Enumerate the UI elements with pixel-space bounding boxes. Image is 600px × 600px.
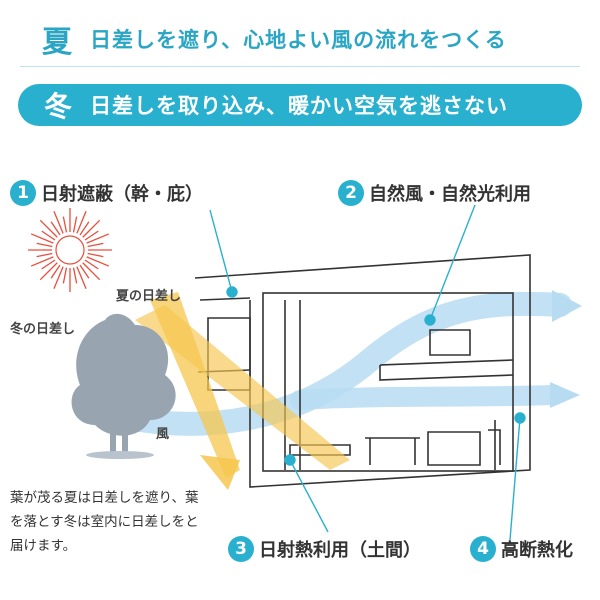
sun-ray	[87, 242, 104, 248]
sun-ray	[82, 219, 101, 238]
sun-ray	[53, 266, 64, 290]
point-1-label: 1 日射遮蔽（幹・庇）	[10, 180, 203, 206]
sun-ray	[84, 259, 99, 270]
point-4-label: 4 高断熱化	[470, 536, 573, 562]
wind-arrow-head-upper	[552, 290, 582, 322]
winter-sunlight-beam	[135, 305, 350, 470]
sun-ray	[76, 266, 87, 290]
sun-ray	[86, 233, 110, 244]
summer-text: 日差しを遮り、心地よい風の流れをつくる	[90, 28, 507, 52]
sun-ray	[62, 216, 68, 233]
summer-header: 夏 日差しを遮り、心地よい風の流れをつくる	[20, 16, 580, 62]
point-1-text: 日射遮蔽（幹・庇）	[41, 184, 203, 205]
point-4-text: 高断熱化	[501, 540, 573, 561]
sun-ray	[41, 230, 56, 241]
sun-ray	[62, 267, 68, 284]
wind-flow-arrow-lower	[290, 385, 565, 410]
point-1-number: 1	[10, 180, 36, 206]
callout-lines	[209, 204, 526, 541]
summer-sun-label: 夏の日差し	[116, 289, 182, 304]
sun-ray	[76, 210, 87, 234]
wind-arrow-head-lower	[550, 382, 580, 408]
winter-sun-label: 冬の日差し	[10, 322, 76, 337]
winter-char: 冬	[44, 90, 73, 123]
sun-ray	[72, 216, 78, 233]
tree-icon	[71, 313, 176, 455]
sun-ray	[39, 262, 58, 281]
tree-shadow	[86, 451, 154, 459]
point-4-number: 4	[470, 536, 496, 562]
sun-ray	[79, 221, 90, 236]
sun-ray	[53, 210, 64, 234]
point-2-text: 自然風・自然光利用	[369, 184, 531, 205]
sun-ray	[72, 267, 78, 284]
wind-label: 風	[156, 427, 170, 442]
point-2-label: 2 自然風・自然光利用	[338, 180, 531, 206]
sun-ray	[41, 259, 56, 270]
summer-char: 夏	[42, 25, 72, 60]
winter-text: 日差しを取り込み、暖かい空気を逃さない	[90, 94, 509, 118]
sun-core	[55, 235, 85, 265]
point-3-label: 3 日射熱利用（土間）	[228, 536, 421, 562]
sun-ray	[79, 264, 90, 279]
winter-header: 冬 日差しを取り込み、暖かい空気を逃さない	[18, 84, 582, 126]
sun-ray	[50, 221, 61, 236]
sun-ray	[84, 230, 99, 241]
point-3-text: 日射熱利用（土間）	[259, 540, 421, 561]
summer-arrow-head	[200, 455, 240, 490]
house-outline	[194, 254, 531, 488]
sun-ray	[30, 233, 54, 244]
sun-ray	[39, 219, 58, 238]
sun-ray	[30, 256, 54, 267]
sun-ray	[36, 252, 53, 258]
sun-ray	[82, 262, 101, 281]
sun-icon	[28, 208, 112, 292]
sun-ray	[36, 242, 53, 248]
summer-divider	[20, 66, 580, 67]
sun-ray	[87, 252, 104, 258]
tree-caption: 葉が茂る夏は日差しを遮り、葉を落とす冬は室内に日差しをと届けます。	[10, 490, 199, 554]
sun-ray	[50, 264, 61, 279]
sun-ray	[86, 256, 110, 267]
point-2-number: 2	[338, 180, 364, 206]
wind-flow-arrow	[83, 291, 572, 436]
point-3-number: 3	[228, 536, 254, 562]
